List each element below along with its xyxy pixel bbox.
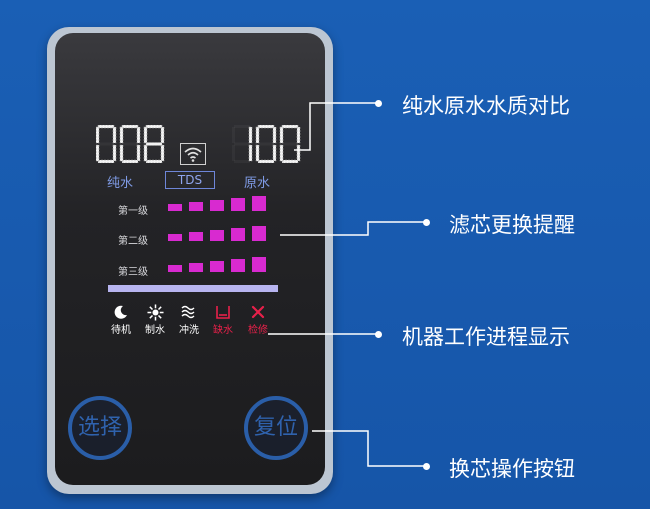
pure-water-label: 纯水 [107,176,134,191]
segment-f [119,126,124,144]
filter-bar-segment [252,257,266,272]
progress-strip [108,285,278,292]
segment-d [145,159,163,163]
mode-flushing: 冲洗 [174,303,204,336]
select-button[interactable]: 选择 [68,396,132,460]
filter-level-1-label: 第一级 [118,206,148,217]
filter-bar-segment [168,234,182,241]
segment-a [121,125,139,129]
segment-d [97,159,115,163]
filter-bar-segment [252,226,266,241]
mode-maintenance-label: 检修 [248,325,268,336]
mode-low-water-label: 缺水 [213,325,233,336]
mode-maintenance: 检修 [243,303,273,336]
sun-gear-icon [140,303,170,321]
mode-low-water: 缺水 [208,303,238,336]
segment-f [232,127,235,143]
segment-a [97,125,115,129]
tank-icon [208,303,238,321]
segment-d [234,160,250,163]
segment-g [258,142,274,146]
mode-standby: 待机 [106,303,136,336]
segment-c [272,144,277,162]
segment-f [96,126,100,144]
segment-c [296,144,301,162]
segment-c [248,144,253,162]
segment-g [282,142,298,146]
segment-b [296,126,301,144]
segment-g [98,142,114,146]
segment-e [255,144,260,162]
filter-bar-segment [231,259,245,272]
callout-dot-4 [423,463,430,470]
raw-water-label: 原水 [244,176,271,191]
filter-bar-segment [168,204,182,211]
callout-dot-1 [375,100,382,107]
filter-bar-segment [189,263,203,272]
filter-bar-segment [210,261,224,272]
filter-bar-segment [210,200,224,211]
wifi-icon [180,143,206,169]
segment-d [257,159,275,163]
mode-flushing-label: 冲洗 [179,325,199,336]
segment-b [112,126,117,144]
raw-water-tds-readout [232,125,304,163]
segment-g [234,142,250,146]
segment-g [145,142,163,146]
callout-filter-reminder: 滤芯更换提醒 [449,213,575,237]
reset-button[interactable]: 复位 [244,396,308,460]
filter-bar-segment [168,265,182,272]
filter-level-3-label: 第三级 [118,267,148,278]
filter-bar-segment [252,196,266,211]
tds-label: TDS [165,171,215,189]
wave-icon [174,303,204,321]
segment-e [96,144,100,162]
segment-c [136,144,141,162]
segment-d [281,159,299,163]
moon-icon [106,303,136,321]
mode-standby-label: 待机 [111,325,131,336]
tools-icon [243,303,273,321]
callout-water-quality: 纯水原水水质对比 [402,94,570,118]
filter-bar-segment [189,202,203,211]
callout-filter-buttons: 换芯操作按钮 [449,457,575,481]
segment-d [121,159,139,163]
segment-b [160,126,165,144]
segment-e [279,144,284,162]
filter-bar-segment [231,198,245,211]
segment-b [248,126,253,144]
segment-e [119,144,124,162]
segment-a [234,125,250,128]
filter-bar-segment [231,228,245,241]
segment-f [279,126,284,144]
segment-a [281,125,299,129]
mode-producing-label: 制水 [145,325,165,336]
segment-e [232,145,235,161]
segment-g [122,142,138,146]
callout-dot-3 [375,331,382,338]
pure-water-tds-readout [96,125,168,163]
filter-level-2-label: 第二级 [118,236,148,247]
filter-bar-segment [210,230,224,241]
segment-c [160,144,165,162]
segment-b [136,126,141,144]
filter-bar-segment [189,232,203,241]
segment-a [257,125,275,129]
segment-c [112,144,117,162]
segment-a [145,125,163,129]
segment-f [255,126,260,144]
segment-b [272,126,277,144]
segment-e [143,144,148,162]
callout-dot-2 [423,219,430,226]
callout-process-display: 机器工作进程显示 [402,325,570,349]
segment-f [143,126,148,144]
mode-producing: 制水 [140,303,170,336]
